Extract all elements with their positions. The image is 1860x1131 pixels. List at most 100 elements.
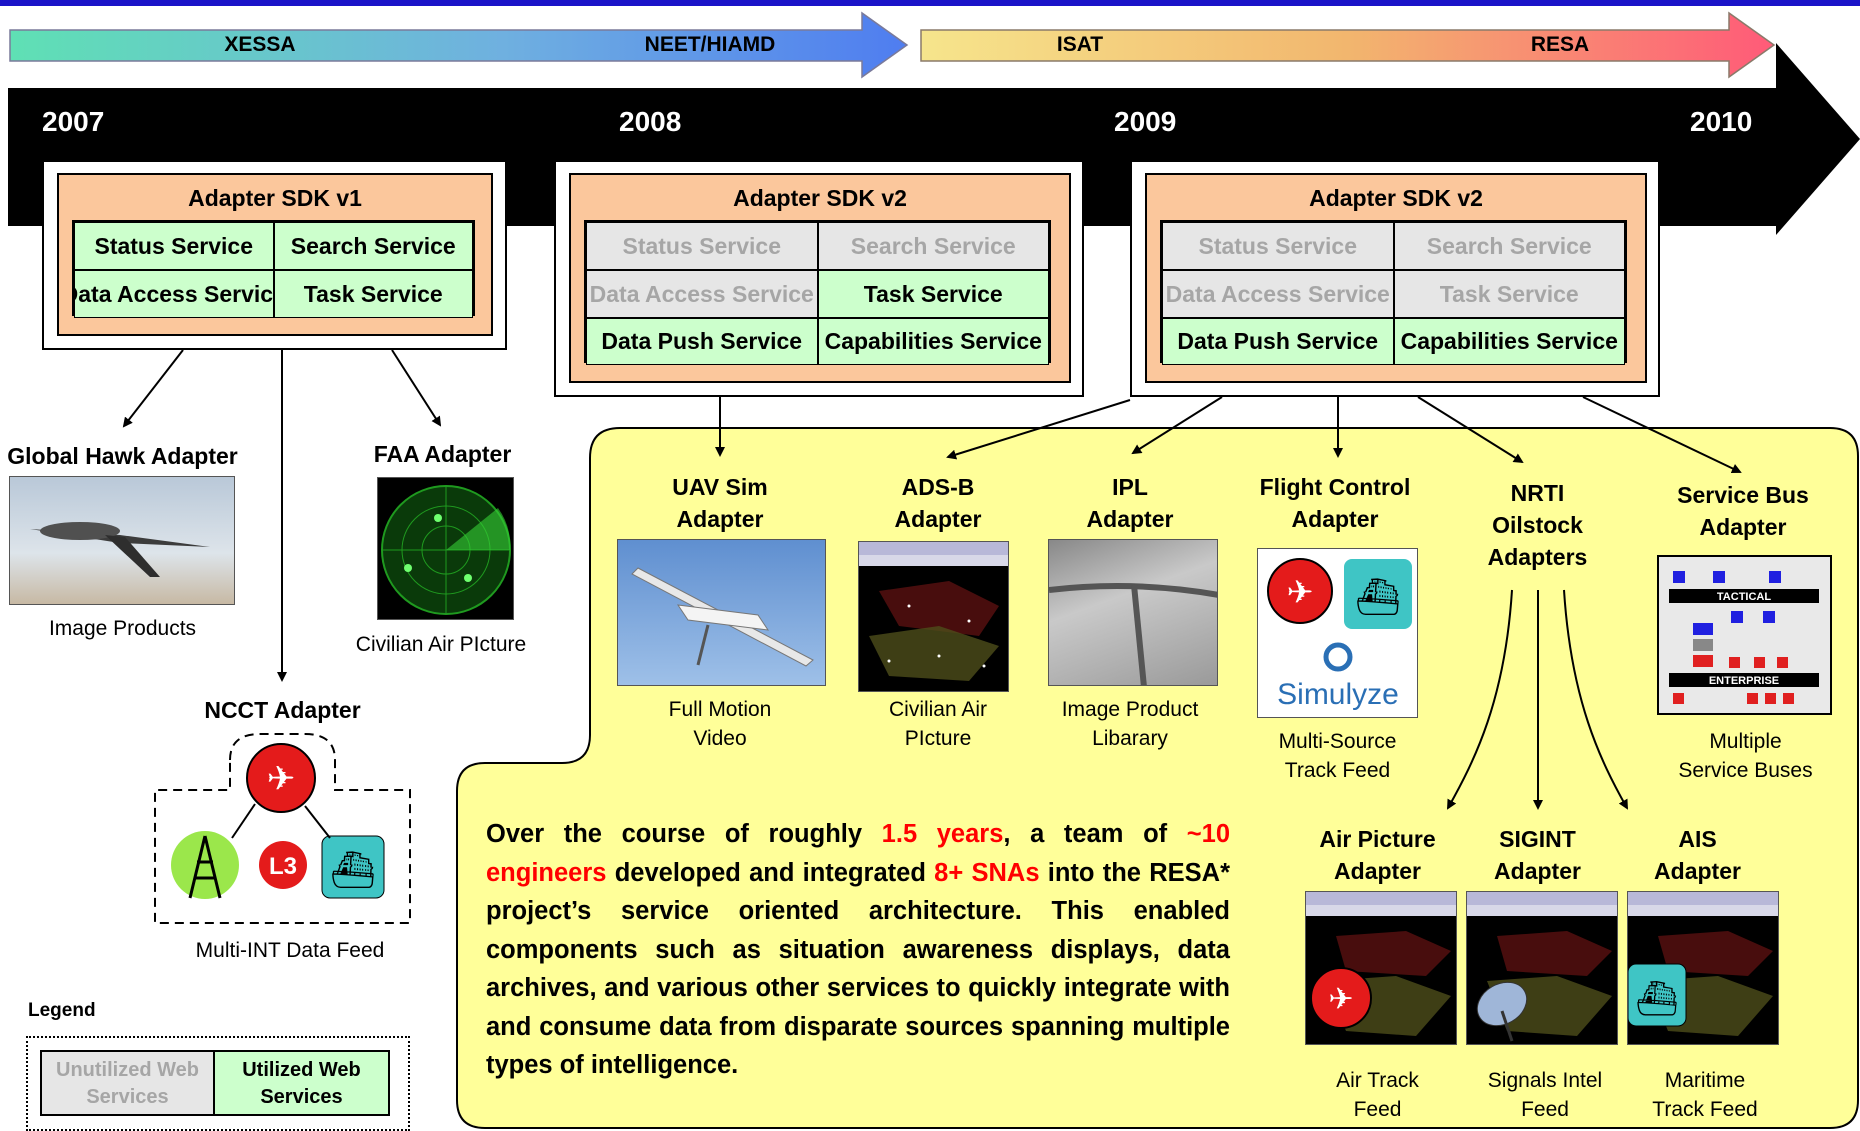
airpic-title: Air Picture Adapter [1285, 823, 1470, 887]
bus-caption: Multiple Service Buses [1648, 727, 1843, 785]
service-cell: Status Service [74, 222, 274, 270]
title-line: Adapter [1291, 506, 1379, 532]
service-cell: Status Service [1162, 222, 1394, 270]
summary-paragraph: Over the course of roughly 1.5 years, a … [486, 815, 1230, 1085]
caption-line: Feed [1353, 1098, 1402, 1121]
caption-line: Track Feed [1284, 759, 1391, 782]
screen-titlebar [1467, 892, 1617, 905]
global-hawk-image [9, 476, 235, 605]
screen-menubar [1306, 905, 1456, 916]
summary-text: developed and integrated [606, 858, 935, 887]
service-cell: Data Access Service [74, 270, 274, 318]
airpic-caption: Air Track Feed [1285, 1066, 1470, 1124]
summary-highlight: 1.5 years [881, 820, 1004, 848]
service-bus-image: TACTICAL ENTERPRISE [1657, 555, 1832, 715]
phase-label: NEET/HIAMD [644, 33, 776, 56]
sigint-title: SIGINT Adapter [1445, 823, 1630, 887]
svg-text:ENTERPRISE: ENTERPRISE [1709, 675, 1779, 687]
title-line: AIS [1678, 826, 1717, 852]
service-cell: Data Access Service [586, 270, 818, 318]
phase-label: ISAT [1056, 33, 1104, 56]
screen-menubar [859, 555, 1008, 566]
title-line: Flight Control [1259, 474, 1411, 500]
map-display: ⛴ [1628, 931, 1773, 1036]
svg-text:TACTICAL: TACTICAL [1717, 591, 1771, 603]
faa-radar-image [377, 477, 514, 620]
title-line: Adapter [894, 506, 982, 532]
legend-utilized: Utilized Web Services [215, 1052, 388, 1114]
screen-titlebar [1628, 892, 1778, 905]
svg-text:⛴: ⛴ [330, 850, 376, 891]
summary-highlight: 8+ SNAs [934, 858, 1040, 887]
title-line: Adapter [1086, 506, 1174, 532]
ncct-title: NCCT Adapter [204, 697, 361, 723]
svg-text:✈: ✈ [1287, 573, 1314, 611]
radar-icon [381, 485, 511, 615]
global-hawk-caption: Image Products [48, 617, 197, 640]
sigint-screen-image [1466, 891, 1618, 1045]
title-line: Adapter [676, 506, 764, 532]
title-line: Air Picture [1319, 826, 1436, 852]
summary-highlight: ~10 engineers [486, 820, 1231, 887]
airplane-icon [246, 743, 316, 813]
year-label: 2010 [1690, 106, 1753, 137]
caption-line: Air Track [1336, 1069, 1419, 1092]
nrti-title: NRTI Oilstock Adapters [1440, 477, 1635, 573]
screen-menubar [1467, 905, 1617, 916]
uav-video-image [617, 539, 826, 686]
ais-caption: Maritime Track Feed [1610, 1066, 1800, 1124]
phase-arrow-1 [9, 11, 909, 79]
service-cell: Data Push Service [586, 318, 818, 365]
service-cell: Data Access Service [1162, 270, 1394, 318]
legend-box [26, 1036, 410, 1131]
sdk-title: Adapter SDK v2 [1309, 185, 1483, 211]
service-cell: Data Push Service [1162, 318, 1394, 365]
top-border [0, 0, 1860, 6]
caption-line: Multi-Source [1278, 730, 1397, 753]
simulyze-logo-image: ✈ ⛴ Simulyze [1257, 548, 1418, 718]
svg-text:Simulyze: Simulyze [1277, 678, 1399, 711]
ncct-graphic: ✈ L3 ⛴ [154, 733, 411, 924]
l3-logo-icon [259, 841, 307, 889]
flight-caption: Multi-Source Track Feed [1240, 727, 1435, 785]
drone-icon [30, 522, 210, 577]
caption-line: Image Product [1061, 698, 1199, 721]
title-line: ADS-B [901, 474, 975, 500]
service-cell: Task Service [273, 270, 473, 318]
year-label: 2009 [1114, 106, 1177, 137]
sdk-title: Adapter SDK v2 [733, 185, 907, 211]
service-cell: Search Service [817, 222, 1049, 270]
map-display [869, 581, 999, 681]
adsb-caption: Civilian Air PIcture [843, 695, 1033, 753]
uav-caption: Full Motion Video [625, 695, 815, 753]
title-line: Service Bus [1677, 482, 1809, 508]
legend-title: Legend [28, 1000, 96, 1021]
service-cell: Task Service [817, 270, 1049, 318]
ais-screen-image: ⛴ [1627, 891, 1779, 1045]
summary-text: into the RESA* project’s service oriente… [486, 858, 1230, 1080]
svg-text:⛴: ⛴ [1355, 577, 1401, 618]
bus-diagram: TACTICAL ENTERPRISE [1669, 571, 1819, 704]
faa-title: FAA Adapter [373, 441, 512, 467]
phase-arrow-2 [920, 11, 1776, 79]
caption-line: Maritime [1664, 1069, 1746, 1092]
caption-line: Multiple [1709, 730, 1782, 753]
title-line: Adapters [1487, 544, 1588, 570]
title-line: Adapter [1334, 858, 1421, 884]
svg-text:L3: L3 [269, 853, 297, 880]
summary-text: Over the course of roughly [486, 820, 882, 848]
ipl-title: IPL Adapter [1040, 471, 1220, 535]
screen-menubar [1628, 905, 1778, 916]
sdk-v2b-services: Status Service Search Service Data Acces… [1160, 220, 1627, 365]
ais-title: AIS Adapter [1605, 823, 1790, 887]
caption-line: Civilian Air [888, 698, 988, 721]
sdk-title: Adapter SDK v1 [188, 185, 362, 211]
caption-line: PIcture [904, 727, 972, 750]
year-label: 2008 [619, 106, 682, 137]
map-display: ✈ [1310, 931, 1451, 1036]
ship-icon [321, 835, 385, 899]
uav-title: UAV Sim Adapter [630, 471, 810, 535]
title-line: SIGINT [1499, 826, 1576, 852]
sigint-caption: Signals Intel Feed [1450, 1066, 1640, 1124]
